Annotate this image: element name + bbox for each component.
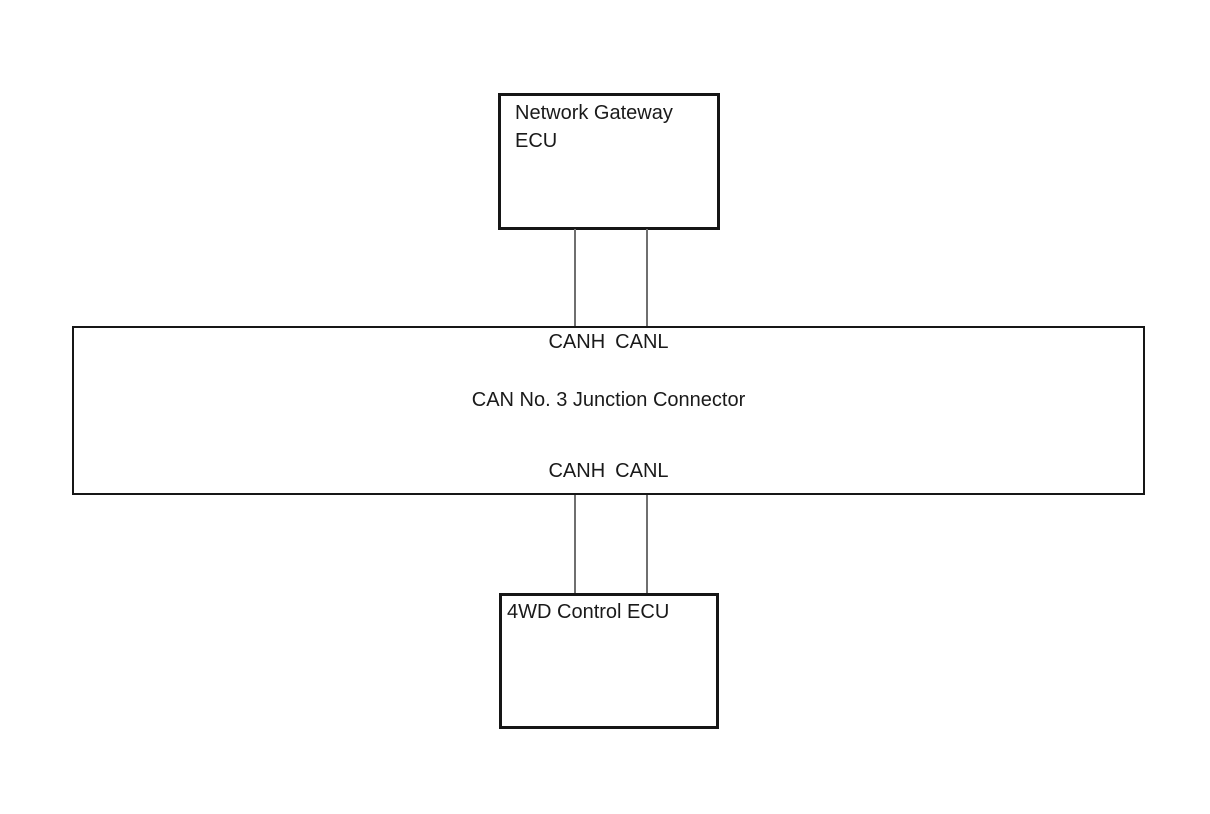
canh-wire-upper — [574, 229, 576, 326]
junction-connector-box: CANH CANL CAN No. 3 Junction Connector C… — [72, 326, 1145, 495]
pin-canh-bottom: CANH — [548, 460, 606, 482]
pin-canh-top: CANH — [548, 331, 606, 353]
fourwd-control-ecu-box: 4WD Control ECU — [499, 593, 719, 729]
junction-bottom-pins: CANH CANL — [74, 461, 1143, 481]
pin-canl-top: CANL — [615, 331, 669, 353]
fourwd-control-ecu-label: 4WD Control ECU — [507, 601, 670, 623]
junction-connector-title: CAN No. 3 Junction Connector — [471, 389, 746, 411]
network-gateway-ecu-label: Network Gateway ECU — [515, 102, 673, 152]
canl-wire-upper — [646, 229, 648, 326]
canl-wire-lower — [646, 495, 648, 593]
junction-top-pins: CANH CANL — [74, 332, 1143, 352]
network-gateway-ecu-box: Network Gateway ECU — [498, 93, 720, 230]
canh-wire-lower — [574, 495, 576, 593]
pin-canl-bottom: CANL — [615, 460, 669, 482]
